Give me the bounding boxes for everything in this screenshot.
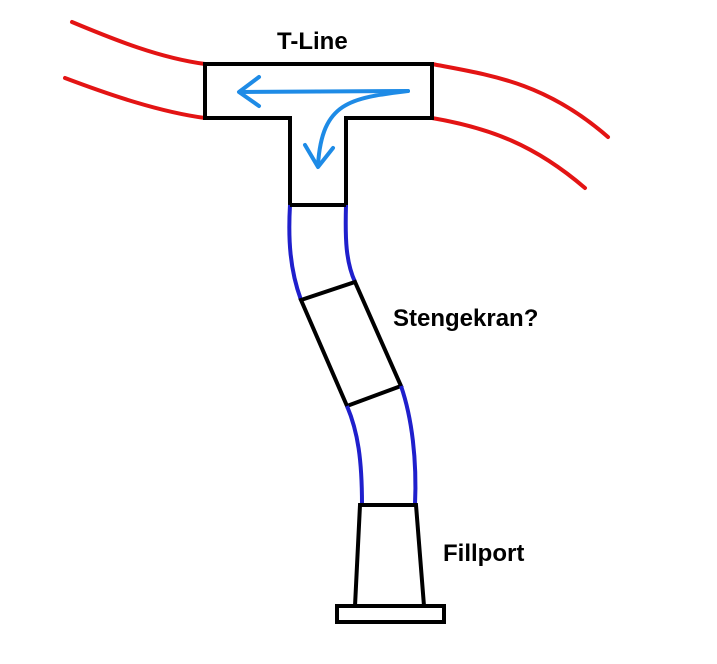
arrowhead-down-icon [303,143,335,169]
t-fitting [203,62,434,207]
fillport-base [335,604,446,624]
hose-upper-left [287,204,303,301]
fillport-nozzle [352,503,427,608]
label-t-line: T-Line [277,28,348,55]
arrowhead-left-icon [237,75,261,108]
pipe-left-lower [63,76,207,120]
pipe-right-upper [430,62,610,139]
pipe-right-lower [430,116,587,190]
label-valve: Stengekran? [393,305,538,332]
hose-upper-right [343,204,357,283]
label-fillport: Fillport [443,540,524,567]
pipe-left-upper [70,20,207,66]
hose-lower-right [399,385,418,506]
flow-arrow-left [238,89,410,94]
hose-lower-left [345,405,364,506]
flow-arrow-down [316,89,410,167]
flow-arrow [237,75,410,169]
valve-body [298,279,404,409]
